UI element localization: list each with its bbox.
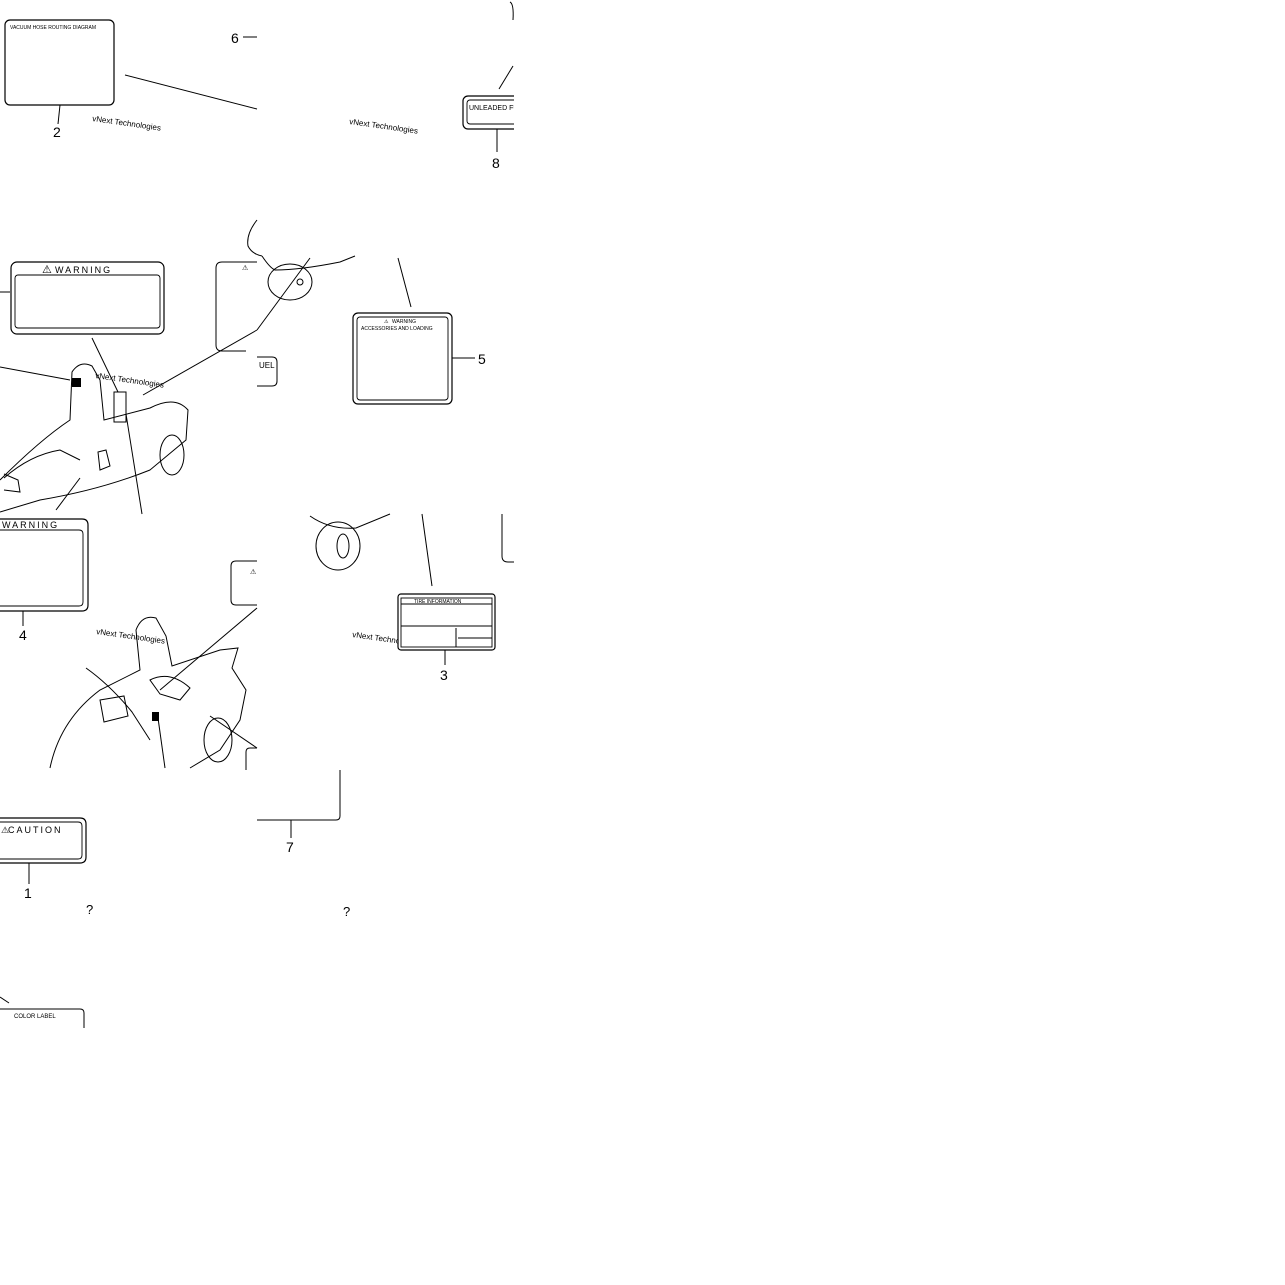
warning-top-symbol: ⚠ — [42, 264, 54, 276]
console-label-marker — [113, 391, 127, 423]
fuel-partial-text: UEL — [259, 361, 275, 370]
faint-mark-2: ? — [343, 904, 350, 919]
part-number-5: 5 — [478, 351, 486, 367]
part-8-unleaded-label: UNLEADED FU 8 — [462, 1, 524, 171]
vehicle-fragment-left — [247, 219, 263, 257]
leader-line-5-top — [397, 257, 412, 308]
vehicle-mid-body — [49, 616, 247, 769]
fuel-small-frame — [257, 356, 278, 387]
tire-label-inner — [400, 597, 493, 648]
mid-bottom-label-frame — [245, 747, 257, 770]
leader-line-unleaded-top — [498, 65, 514, 90]
part-number-3: 3 — [440, 667, 448, 683]
warning-mid-inner — [0, 529, 84, 607]
accessories-warning-symbol: ⚠ — [384, 319, 389, 325]
seat-label-marker — [72, 378, 81, 387]
leader-line-mid-2 — [157, 717, 166, 769]
vehicle-fragment-body — [261, 255, 356, 271]
vehicle-body-outline — [0, 363, 189, 513]
leader-line-bottom-2 — [125, 413, 143, 515]
leader-line-mid-3 — [209, 715, 258, 749]
warning-mid-outer — [0, 518, 89, 612]
tire-fragment-hub — [336, 533, 350, 559]
warning-top-text: WARNING — [55, 265, 112, 275]
caution-symbol: ⚠ — [1, 825, 11, 835]
leader-line-seat-left — [0, 366, 71, 381]
leader-line-mid-1 — [159, 607, 258, 691]
mid-partial-label-frame — [230, 560, 257, 606]
color-label-text: COLOR LABEL — [14, 1014, 56, 1020]
vehicle-illustration-top — [0, 363, 189, 515]
part-number-8: 8 — [492, 155, 500, 171]
color-label: COLOR LABEL — [0, 996, 85, 1028]
part-3-tire-label: TIRE INFORMATION 3 — [309, 513, 514, 683]
part-number-4: 4 — [19, 627, 27, 643]
caution-label-inner — [0, 821, 83, 860]
part-number-6: 6 — [231, 30, 239, 46]
right-edge-frame — [501, 514, 514, 563]
warning-top-inner — [14, 274, 161, 329]
leader-line-vacuum — [124, 74, 258, 110]
vacuum-label-text: VACUUM HOSE ROUTING DIAGRAM — [10, 25, 96, 31]
vehicle-fragment-wheel — [267, 263, 313, 301]
watermark-3: vNext Technologies — [95, 371, 165, 390]
leader-line-bottom-1 — [55, 477, 81, 511]
vacuum-label-frame — [4, 19, 115, 106]
mid-label-marker — [152, 712, 159, 721]
accessories-label-text: ACCESSORIES AND LOADING — [361, 326, 433, 332]
watermark-1: vNext Technologies — [92, 114, 162, 133]
watermark-2: vNext Technologies — [349, 117, 419, 136]
caution-label-outer — [0, 817, 87, 864]
crop-mask-right — [514, 0, 1285, 130]
warning-mid-text: WARNING — [2, 520, 59, 530]
color-label-frame — [0, 1008, 85, 1028]
tire-label-outer — [397, 593, 496, 651]
vehicle-wheel-top — [159, 434, 185, 476]
faint-mark-1: ? — [86, 902, 93, 917]
leader-line-2 — [57, 104, 61, 125]
fuel-partial-label: ⚠ UEL — [0, 261, 278, 396]
frame-edge-top-right — [509, 1, 514, 21]
tire-fragment-wheel — [315, 521, 361, 571]
caution-label-text: CAUTION — [8, 825, 63, 835]
leader-line-color — [0, 996, 10, 1004]
accessories-warning-text: WARNING — [392, 319, 416, 325]
accessories-label-inner — [356, 316, 449, 401]
vehicle-wheel-mid — [203, 717, 233, 763]
part-4-warning-label: WARNING 4 — [0, 518, 89, 643]
vehicle-inner-line — [3, 449, 81, 479]
part-6-callout: 6 — [231, 30, 257, 46]
leader-line-fragment — [256, 257, 311, 331]
part-1-caution-label: ⚠ CAUTION 1 — [0, 817, 87, 901]
leader-line-fuel — [142, 329, 258, 396]
part-5-accessories-label: ⚠ WARNING ACCESSORIES AND LOADING 5 — [247, 219, 486, 405]
part-7-frame — [257, 770, 341, 821]
unleaded-label-text: UNLEADED FU — [469, 105, 518, 112]
tire-label-text: TIRE INFORMATION — [414, 599, 462, 605]
vehicle-mid-seat — [149, 675, 191, 701]
pedal-shape — [97, 449, 111, 471]
part-7-callout: 7 — [257, 770, 341, 855]
part-number-2: 2 — [53, 124, 61, 140]
vehicle-fragment-hub — [296, 278, 304, 286]
mid-partial-warning-symbol: ⚠ — [250, 568, 256, 576]
fuel-label-frame — [215, 261, 257, 352]
warning-top-outer — [10, 261, 165, 335]
leader-line-3-top — [421, 513, 433, 587]
watermark-5: vNext Technologies — [96, 627, 166, 646]
leader-line-warning-seat — [91, 337, 119, 393]
part-2-vacuum-label: VACUUM HOSE ROUTING DIAGRAM 2 — [4, 19, 258, 140]
fuel-warning-symbol: ⚠ — [242, 264, 248, 272]
vehicle-mid-handle — [85, 667, 151, 741]
vehicle-illustration-mid: ⚠ — [49, 560, 258, 770]
part-number-1: 1 — [24, 885, 32, 901]
tire-fragment-body — [309, 513, 391, 529]
warning-top-label: ⚠ WARNING — [0, 261, 165, 393]
front-bumper — [3, 473, 21, 493]
vehicle-mid-box — [99, 695, 129, 723]
part-number-7: 7 — [286, 839, 294, 855]
